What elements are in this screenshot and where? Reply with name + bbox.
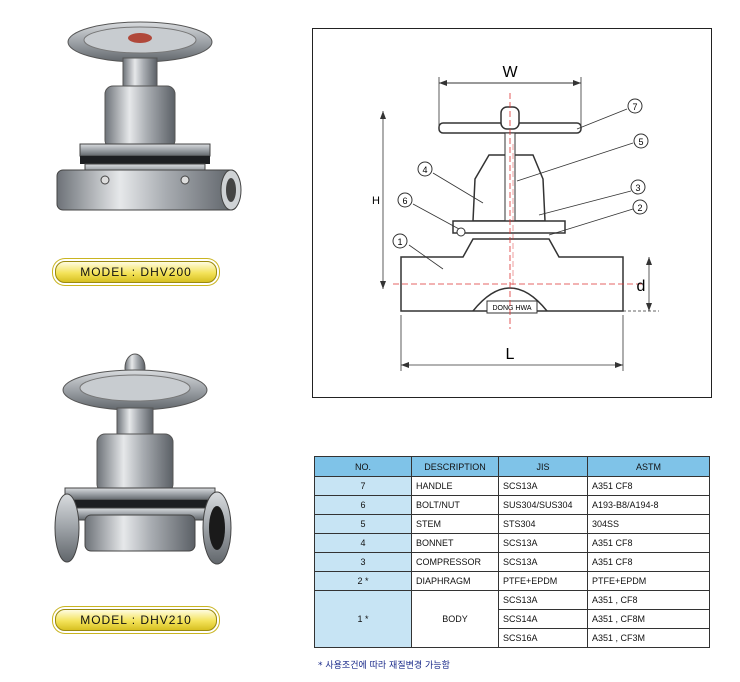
cell-astm: PTFE+EPDM [587,571,710,591]
cell-desc: COMPRESSOR [411,552,499,572]
dim-d: d [637,278,646,295]
valve-cross-section: W H DONG HWA L d [372,64,659,371]
svg-text:6: 6 [402,196,407,206]
cell-jis: SCS14A [498,609,588,629]
svg-text:2: 2 [637,203,642,213]
cell-jis: PTFE+EPDM [498,571,588,591]
technical-drawing: W H DONG HWA L d [312,28,712,398]
valve-photo-dhv200 [56,21,242,211]
dim-l: L [506,346,515,363]
table-row-body-option: SCS16A A351 , CF3M [315,628,710,648]
cell-astm: A351 , CF8 [587,590,710,610]
cell-desc: BONNET [411,533,499,553]
svg-text:3: 3 [635,183,640,193]
cell-astm: A351 CF8 [587,476,710,496]
dim-h: H [372,195,380,207]
header-no: NO. [314,456,412,477]
cell-astm: A351 , CF3M [587,628,710,648]
header-description: DESCRIPTION [411,456,499,477]
callout-2: 2 [548,199,648,236]
cell-desc: DIAPHRAGM [411,571,499,591]
cell-jis: SCS13A [498,590,588,610]
cell-astm: 304SS [587,514,710,534]
callout-1: 1 [392,233,444,270]
table-row: 7 HANDLE SCS13A A351 CF8 [314,476,710,496]
header-astm: ASTM [587,456,710,477]
cell-desc: BODY [411,590,499,648]
cell-no: 3 [314,552,412,572]
callout-6: 6 [397,192,460,230]
svg-text:4: 4 [422,165,427,175]
table-row-body: 1 * BODY SCS13A A351 , CF8 [314,590,710,648]
cell-jis: SCS13A [498,476,588,496]
table-row: 4 BONNET SCS13A A351 CF8 [314,533,710,553]
material-spec-table: NO. DESCRIPTION JIS ASTM 7 HANDLE SCS13A… [314,456,710,648]
table-header-row: NO. DESCRIPTION JIS ASTM [314,456,710,477]
brand-mark: DONG HWA [492,305,531,312]
table-row: 2 * DIAPHRAGM PTFE+EPDM PTFE+EPDM [314,571,710,591]
header-jis: JIS [498,456,588,477]
cell-astm: A193-B8/A194-8 [587,495,710,515]
model-label-dhv210: MODEL : DHV210 [55,609,217,631]
callout-3: 3 [538,179,646,216]
svg-text:7: 7 [632,102,637,112]
cell-astm: A351 , CF8M [587,609,710,629]
cell-jis: SCS13A [498,552,588,572]
cell-no: 6 [314,495,412,515]
dim-w: W [502,64,518,81]
table-row: 5 STEM STS304 304SS [314,514,710,534]
cell-no: 2 * [314,571,412,591]
table-row: 3 COMPRESSOR SCS13A A351 CF8 [314,552,710,572]
callout-7: 7 [576,98,643,130]
cell-astm: A351 CF8 [587,552,710,572]
callout-4: 4 [417,161,484,204]
cell-jis: SCS13A [498,533,588,553]
cell-desc: BOLT/NUT [411,495,499,515]
cell-no: 4 [314,533,412,553]
cell-desc: STEM [411,514,499,534]
table-row: 6 BOLT/NUT SUS304/SUS304 A193-B8/A194-8 [314,495,710,515]
cell-no: 1 * [314,590,412,648]
cell-no: 7 [314,476,412,496]
svg-text:5: 5 [638,137,643,147]
model-label-dhv200: MODEL : DHV200 [55,261,217,283]
cell-jis: SCS16A [498,628,588,648]
valve-photo-dhv210 [54,353,232,565]
svg-text:1: 1 [397,237,402,247]
cell-jis: SUS304/SUS304 [498,495,588,515]
cell-astm: A351 CF8 [587,533,710,553]
cell-no: 5 [314,514,412,534]
footnote: * 사용조건에 따라 재질변경 가능함 [318,661,450,671]
cell-jis: STS304 [498,514,588,534]
callout-5: 5 [516,133,649,182]
cell-desc: HANDLE [411,476,499,496]
